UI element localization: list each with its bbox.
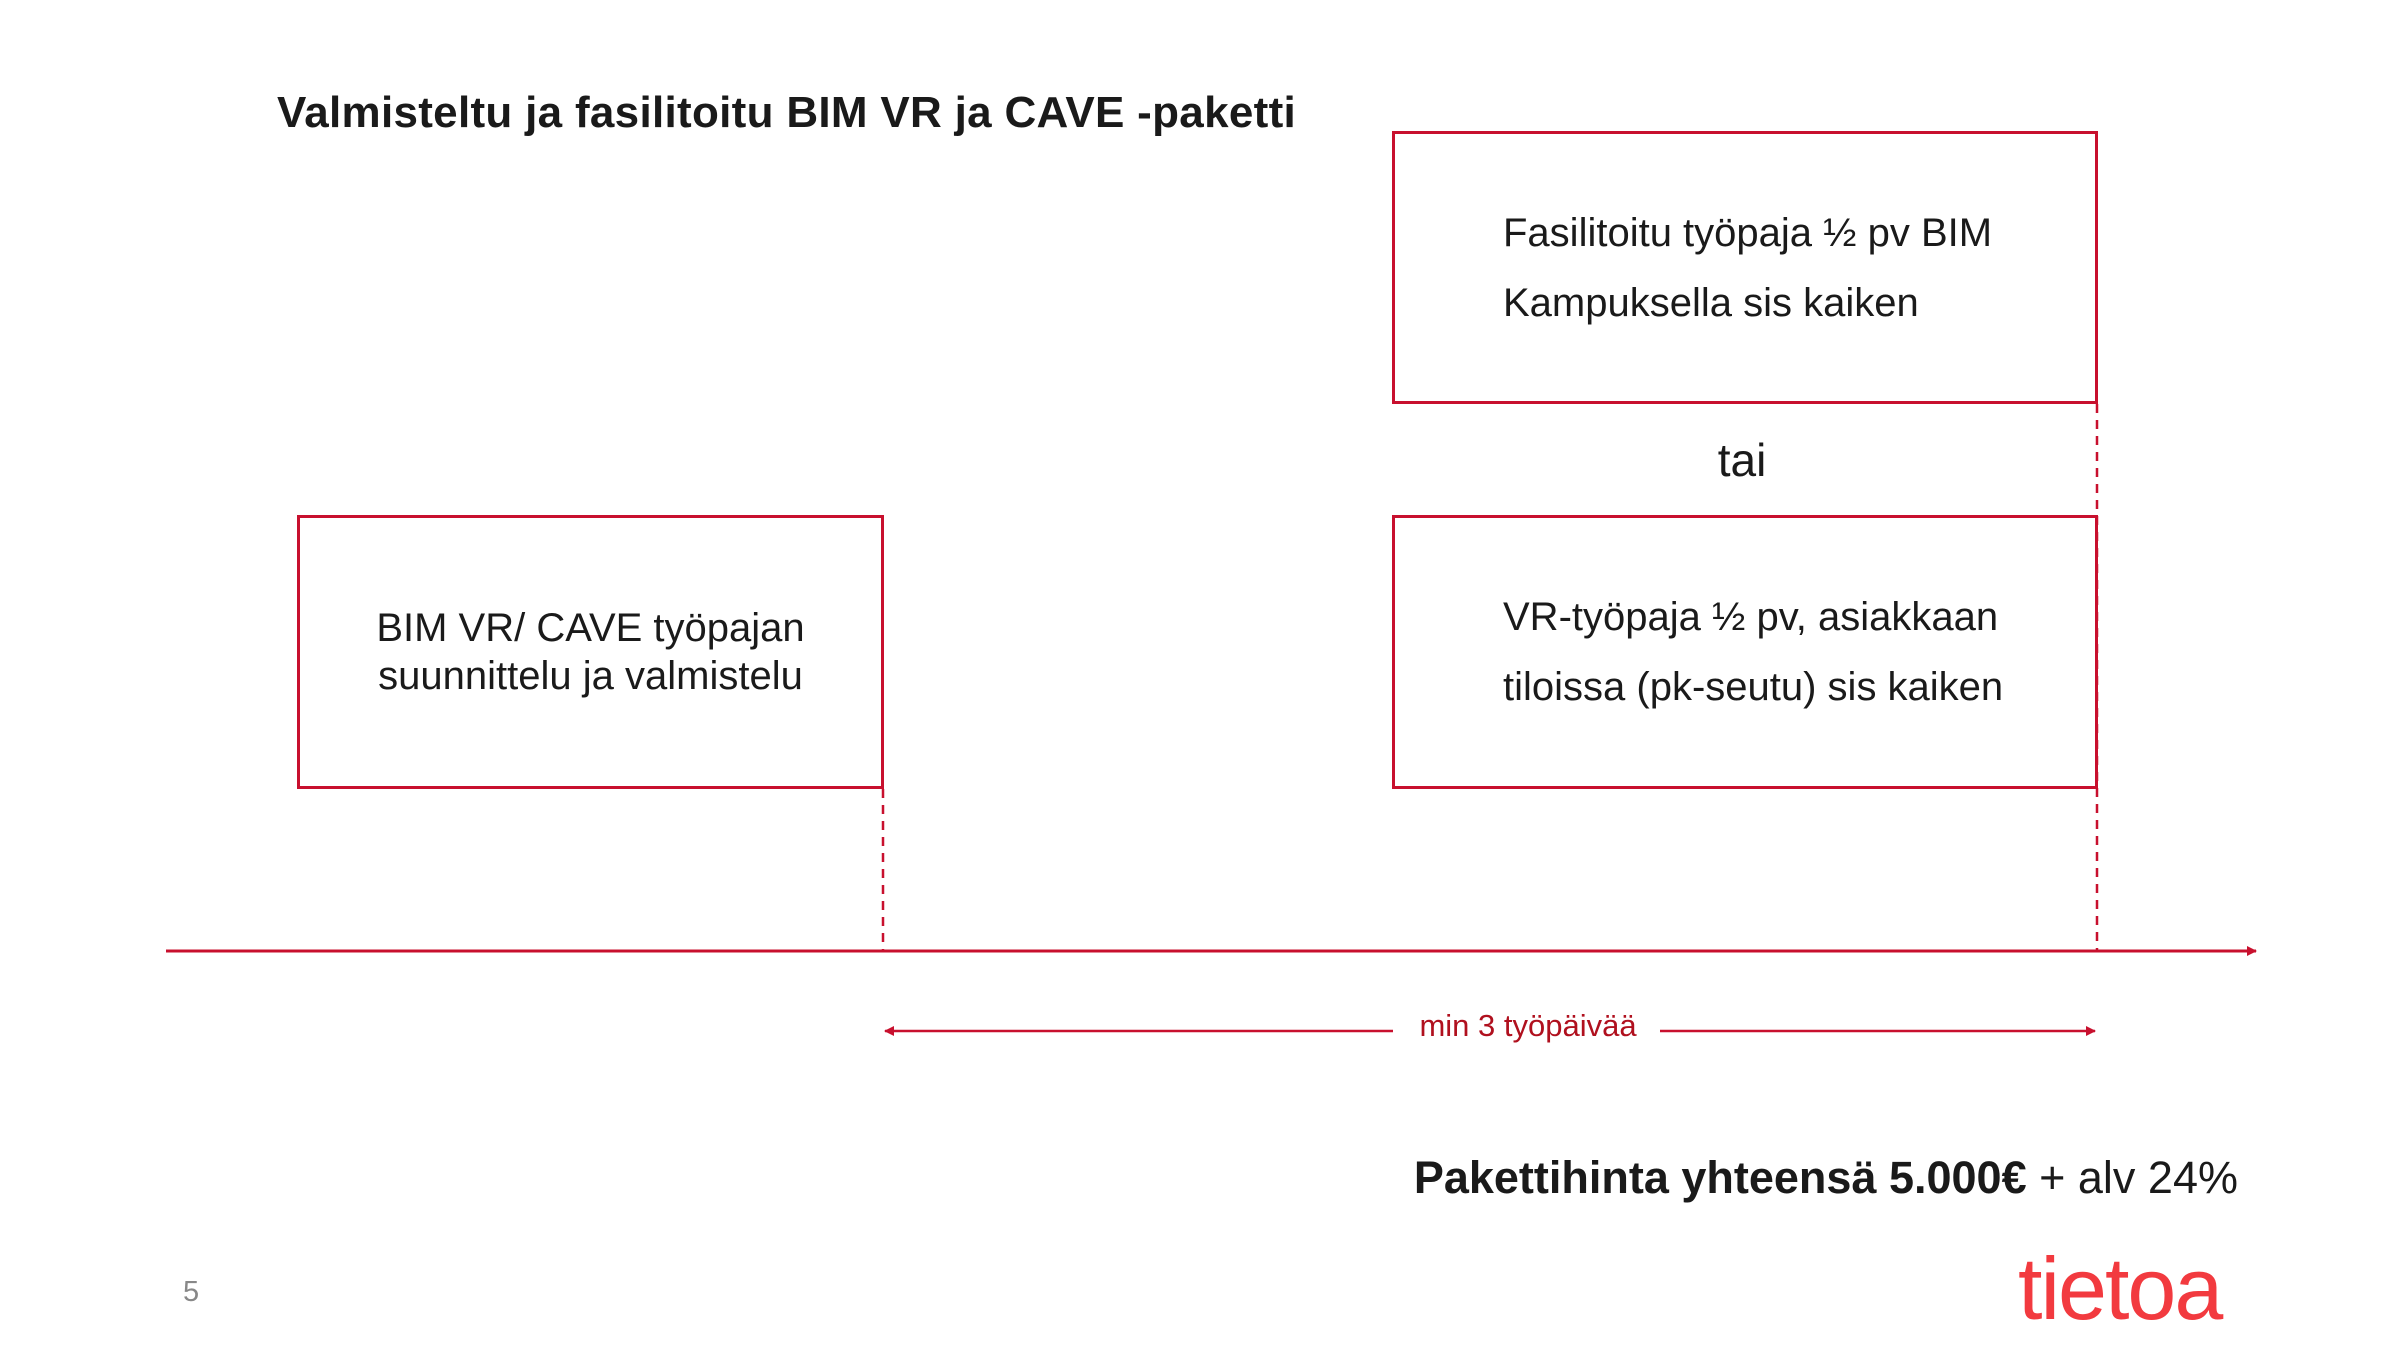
or-label: tai [1717,434,1767,486]
prep-line-1: BIM VR/ CAVE työpajan [376,606,805,650]
page-number: 5 [183,1276,200,1308]
package-price: Pakettihinta yhteensä 5.000€ + alv 24% [1414,1152,2238,1204]
campus-workshop-box: Fasilitoitu työpaja ½ pv BIM Kampuksella… [1392,131,2098,404]
duration-label: min 3 työpäivää [1419,1008,1637,1043]
campus-line-1: Fasilitoitu työpaja ½ pv BIM [1503,210,1993,255]
onsite-workshop-box: VR-työpaja ½ pv, asiakkaan tiloissa (pk-… [1392,515,2098,789]
slide-title: Valmisteltu ja fasilitoitu BIM VR ja CAV… [277,88,1297,137]
price-bold: Pakettihinta yhteensä 5.000€ [1413,1152,2027,1203]
tietoa-logo: tietoa [2018,1239,2223,1338]
onsite-line-2: tiloissa (pk-seutu) sis kaiken [1503,665,2004,709]
onsite-line-1: VR-työpaja ½ pv, asiakkaan [1503,595,1999,639]
price-vat: + alv 24% [2026,1152,2238,1203]
prep-box: BIM VR/ CAVE työpajan suunnittelu ja val… [297,515,884,789]
campus-line-2: Kampuksella sis kaiken [1503,280,1919,325]
prep-line-2: suunnittelu ja valmistelu [378,654,803,698]
